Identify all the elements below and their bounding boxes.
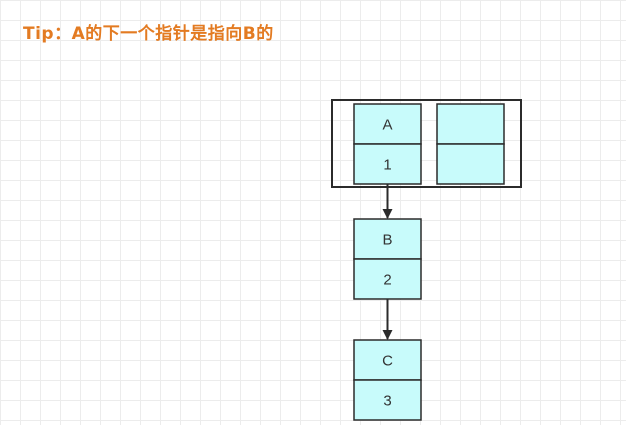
- node-c-name-cell: [353, 339, 422, 381]
- node-b-name-cell: [353, 218, 422, 260]
- node-b-value-label: 2: [383, 272, 391, 289]
- empty-slot-top-cell: [436, 103, 505, 145]
- node-c: C 3: [353, 339, 422, 421]
- node-a-value-label: 1: [383, 157, 391, 174]
- node-a-name-cell: [353, 103, 422, 145]
- node-a-name-label: A: [382, 117, 392, 134]
- node-a-container-box: [331, 99, 522, 188]
- node-c-value-cell: [353, 379, 422, 421]
- empty-slot: [436, 103, 505, 185]
- tip-text: Tip：A的下一个指针是指向B的: [23, 24, 274, 44]
- node-a: A 1: [353, 103, 422, 185]
- empty-slot-bottom-cell: [436, 143, 505, 185]
- node-a-value-cell: [353, 143, 422, 185]
- node-b-name-label: B: [382, 232, 392, 249]
- node-c-value-label: 3: [383, 393, 391, 410]
- node-b: B 2: [353, 218, 422, 300]
- node-c-name-label: C: [382, 353, 393, 370]
